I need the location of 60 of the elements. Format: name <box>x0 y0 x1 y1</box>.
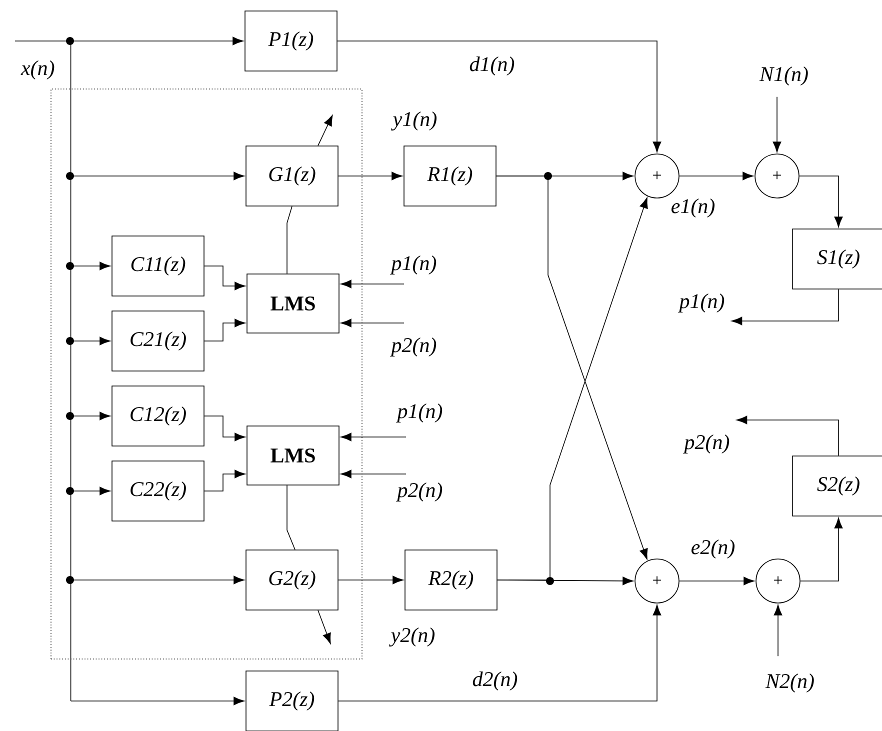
signal-label: p2(n) <box>683 434 730 454</box>
arrow <box>318 610 331 644</box>
filter-block: P2(z) <box>246 670 338 731</box>
signal-label: p2(n) <box>390 337 436 357</box>
signal-label: N2(n) <box>765 674 814 693</box>
filter-block: R1(z) <box>404 146 496 206</box>
signal-label: y2(n) <box>389 627 435 647</box>
signal-label: p1(n) <box>396 403 442 423</box>
arrow <box>204 318 246 342</box>
filter-block: G2(z) <box>246 550 338 610</box>
signal-label: p2(n) <box>396 482 442 502</box>
arrow <box>340 470 406 478</box>
arrow <box>318 115 333 146</box>
filter-block: C22(z) <box>112 460 204 522</box>
filter-block: P1(z) <box>244 10 338 72</box>
summing-junction: + <box>634 558 680 604</box>
filter-block: R2(z) <box>404 550 498 610</box>
arrow <box>338 172 402 180</box>
summing-junction: + <box>754 154 800 198</box>
arrow <box>204 470 246 492</box>
signal-label: p1(n) <box>678 293 724 313</box>
arrow <box>731 289 839 326</box>
signal-label: d1(n) <box>470 56 514 76</box>
signal-label: x(n) <box>20 60 54 80</box>
connector-line <box>286 206 292 274</box>
signal-label: d2(n) <box>472 672 518 691</box>
lms-block: LMS <box>246 426 340 486</box>
arrow <box>70 696 244 706</box>
arrow <box>338 604 662 702</box>
signal-label: e1(n) <box>672 198 715 218</box>
signal-label: N1(n) <box>759 66 808 86</box>
arrow <box>204 416 246 442</box>
arrow <box>679 576 754 586</box>
signal-label: y1(n) <box>391 111 437 131</box>
arrow <box>340 318 404 328</box>
arrow <box>774 604 782 656</box>
arrow <box>772 96 782 152</box>
arrow <box>340 432 406 442</box>
summing-junction: + <box>756 558 800 604</box>
signal-label: e2(n) <box>692 539 735 559</box>
boundary-box <box>50 88 362 660</box>
filter-block: C11(z) <box>112 236 204 296</box>
arrow <box>340 280 404 288</box>
bus-line <box>14 40 72 702</box>
filter-block: G1(z) <box>246 146 338 206</box>
filter-block: S2(z) <box>792 456 882 516</box>
summing-junction: + <box>634 154 680 198</box>
arrow <box>800 518 843 582</box>
arrow <box>204 266 246 290</box>
signal-label: p1(n) <box>390 255 436 275</box>
filter-block: S1(z) <box>792 228 882 290</box>
arrow <box>337 40 662 152</box>
arrow <box>799 176 843 228</box>
arrow <box>736 416 839 456</box>
arrow <box>679 172 754 180</box>
lms-block: LMS <box>246 274 340 334</box>
arrow <box>338 576 404 584</box>
filter-block: C12(z) <box>112 386 204 446</box>
filter-block: C21(z) <box>112 310 204 372</box>
connector-line <box>286 485 296 550</box>
